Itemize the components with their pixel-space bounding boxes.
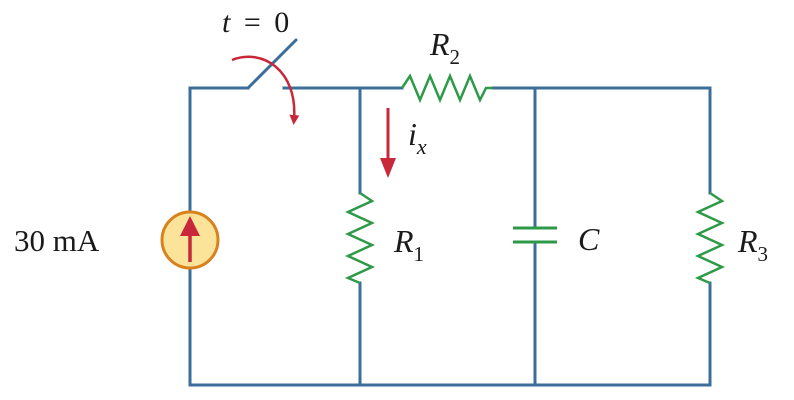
r3-sub: 3 — [758, 242, 769, 266]
wires — [188, 86, 712, 387]
resistor-r2: R2 — [400, 26, 493, 104]
resistor-r3-zigzag — [694, 191, 726, 285]
switch-action-arrow — [231, 55, 300, 125]
resistor-r1-zigzag — [344, 191, 376, 285]
current-ix: ix — [380, 108, 427, 178]
current-source: 30 mA — [14, 210, 220, 270]
r1-sub: 1 — [414, 242, 425, 266]
ix-sub: x — [416, 134, 427, 159]
resistor-r2-label: R2 — [429, 26, 460, 69]
r3-letter: R — [737, 223, 758, 259]
switch-label: t = 0 — [222, 6, 289, 39]
resistor-r1-label: R1 — [393, 223, 424, 266]
r1-letter: R — [393, 223, 414, 259]
r2-sub: 2 — [450, 45, 461, 69]
capacitor: C — [513, 221, 600, 257]
resistor-r2-zigzag — [400, 72, 493, 104]
current-ix-label: ix — [408, 116, 427, 159]
source-value-label: 30 mA — [14, 223, 100, 258]
resistor-r3-label: R3 — [737, 223, 768, 266]
switch: t = 0 — [222, 6, 300, 125]
switch-label-var: t — [222, 6, 231, 39]
capacitor-label: C — [578, 221, 600, 257]
resistor-r3: R3 — [694, 191, 768, 285]
current-ix-arrow-icon — [380, 158, 396, 178]
r2-letter: R — [429, 26, 450, 62]
upward-arrow-head — [180, 216, 200, 236]
switch-label-eq: = — [244, 6, 261, 39]
switch-label-val: 0 — [274, 6, 289, 39]
ix-var: i — [408, 116, 417, 152]
resistor-r1: R1 — [344, 191, 424, 285]
